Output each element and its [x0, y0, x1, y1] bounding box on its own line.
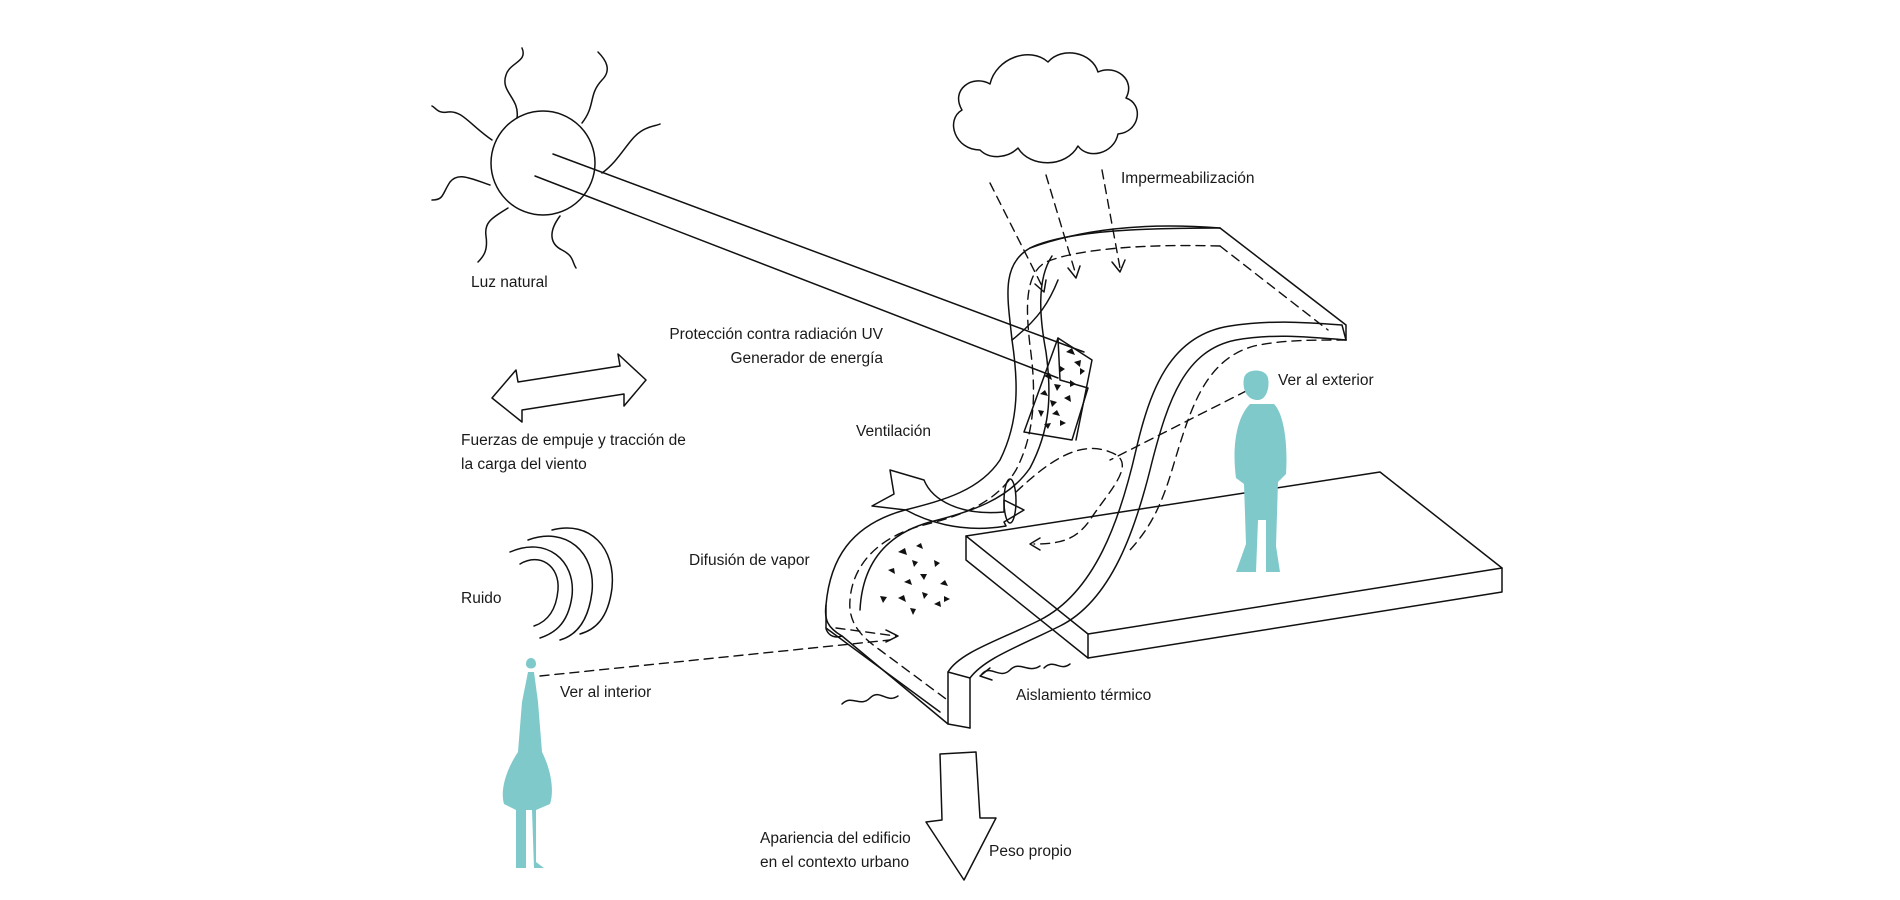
envelope-centerline — [849, 244, 1347, 703]
sound-waves-icon — [509, 527, 614, 641]
floor-slab — [965, 471, 1503, 659]
facade-envelope — [824, 225, 1347, 729]
label-appearance-line1: Apariencia del edificio — [760, 830, 911, 847]
sunlight-beam — [534, 153, 1085, 379]
sightline-inside — [539, 639, 891, 677]
label-ventilation: Ventilación — [856, 423, 931, 440]
down-arrow-icon — [925, 751, 997, 881]
label-natural-light: Luz natural — [471, 274, 548, 291]
solar-panel — [1023, 337, 1093, 441]
person-icon — [502, 370, 1287, 868]
label-self-weight: Peso propio — [989, 843, 1072, 860]
ventilation-arrow-icon — [871, 447, 1123, 551]
label-wind-line1: Fuerzas de empuje y tracción de — [461, 432, 686, 449]
rain-arrows — [989, 169, 1126, 293]
label-waterproofing: Impermeabilización — [1121, 170, 1255, 187]
label-uv-protection: Protección contra radiación UV — [669, 326, 883, 343]
label-appearance-line2: en el contexto urbano — [760, 854, 909, 871]
label-view-outside: Ver al exterior — [1278, 372, 1374, 389]
double-arrow-icon — [491, 353, 647, 423]
label-noise: Ruido — [461, 590, 502, 607]
label-vapor-diffusion: Difusión de vapor — [689, 552, 810, 569]
label-wind-line2: la carga del viento — [461, 456, 587, 473]
label-energy-generator: Generador de energía — [730, 350, 883, 367]
vapor-particles — [880, 543, 950, 615]
cloud-icon — [952, 52, 1139, 164]
sightline-outside — [1109, 383, 1261, 461]
thermal-waves — [841, 663, 1071, 705]
sun-icon — [431, 47, 661, 269]
label-view-inside: Ver al interior — [560, 684, 651, 701]
vapor-arrow — [835, 627, 897, 637]
label-thermal-insulation: Aislamiento térmico — [1016, 687, 1151, 704]
